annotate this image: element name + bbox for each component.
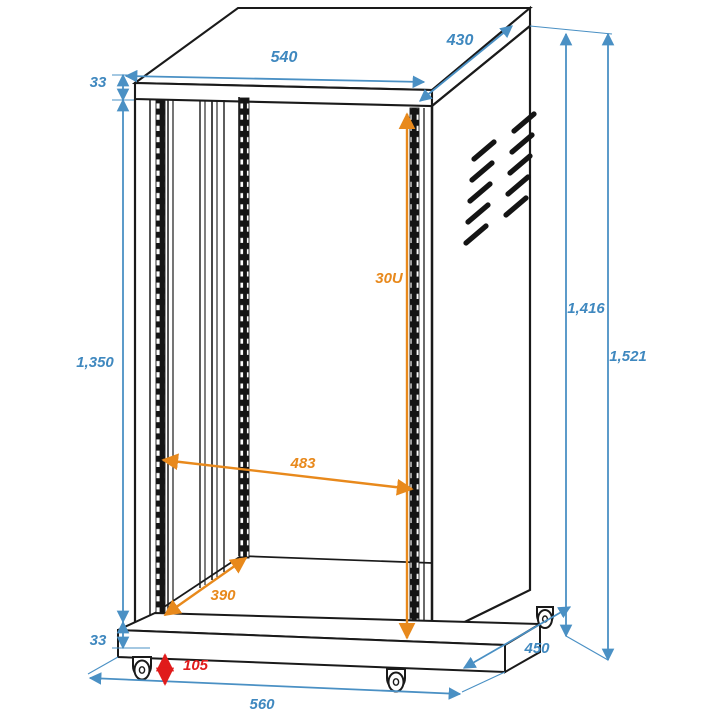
dim-line-540 bbox=[124, 69, 426, 89]
dim-label-430: 430 bbox=[446, 32, 474, 49]
inner-floor bbox=[154, 555, 433, 624]
dim-label-483: 483 bbox=[289, 455, 316, 472]
mounting-rails bbox=[155, 97, 425, 636]
dimension-lines-orange bbox=[161, 112, 416, 640]
base-plinth bbox=[117, 611, 544, 674]
castor-front-right bbox=[386, 668, 406, 693]
dim-line-390 bbox=[163, 557, 248, 616]
dim-label-1521: 1,521 bbox=[609, 348, 647, 365]
castor-front-left bbox=[132, 656, 152, 681]
dim-label-540: 540 bbox=[271, 49, 298, 66]
dim-line-560 bbox=[88, 672, 462, 700]
dimension-labels: 540 430 33 33 1,350 1,416 1,521 450 560 … bbox=[76, 32, 647, 713]
dim-label-30U: 30U bbox=[375, 270, 404, 287]
dim-label-560: 560 bbox=[249, 696, 275, 713]
dim-line-430 bbox=[419, 25, 513, 102]
dim-label-1350: 1,350 bbox=[76, 354, 114, 371]
dim-label-450: 450 bbox=[523, 640, 550, 657]
ventilation-slots bbox=[463, 111, 537, 246]
dim-label-1416: 1,416 bbox=[567, 300, 605, 317]
dim-label-105: 105 bbox=[183, 657, 209, 674]
dim-label-33-bottom: 33 bbox=[90, 632, 107, 649]
cabinet-body bbox=[117, 5, 554, 693]
dim-label-33-top: 33 bbox=[90, 74, 107, 91]
dim-label-390: 390 bbox=[210, 587, 236, 604]
dim-line-483 bbox=[161, 453, 414, 496]
dimension-lines-blue bbox=[87, 25, 615, 700]
right-side-panel bbox=[430, 23, 532, 640]
dim-line-450 bbox=[462, 606, 572, 669]
